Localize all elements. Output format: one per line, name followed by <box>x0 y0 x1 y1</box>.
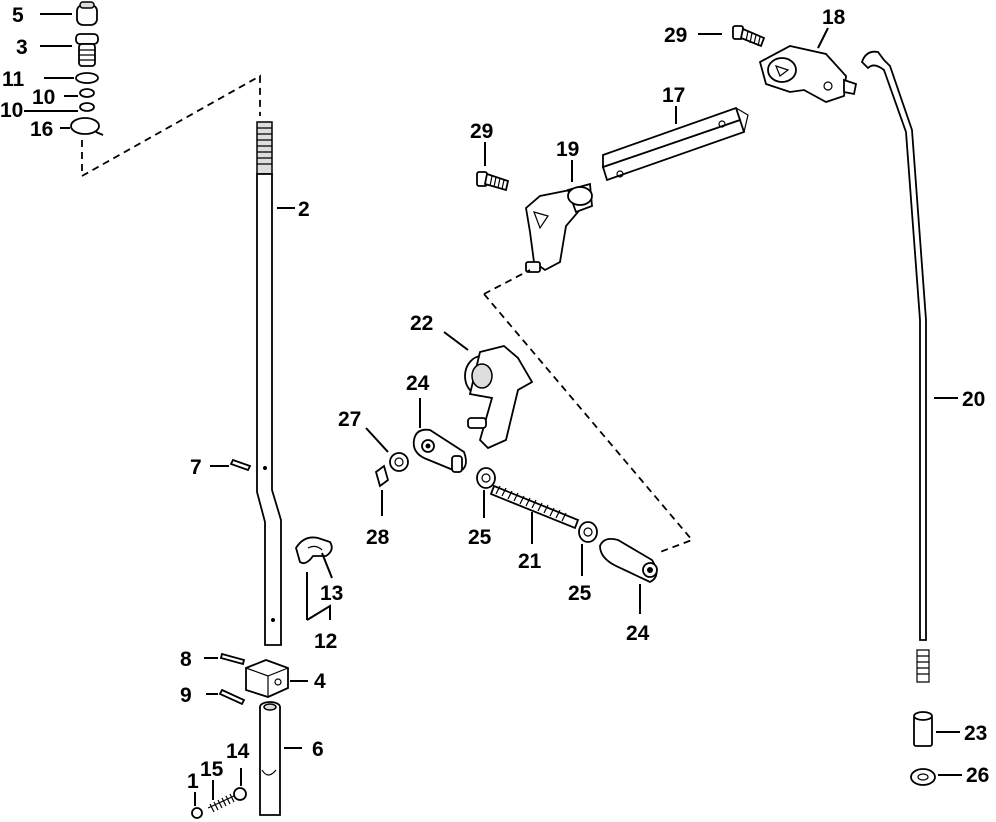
part-25-nut-left <box>476 467 496 489</box>
label-13: 13 <box>320 582 343 605</box>
part-20-rod <box>860 50 930 683</box>
part-27-washer <box>389 452 409 472</box>
label-10a: 10 <box>32 86 55 109</box>
part-14-ball <box>233 787 247 801</box>
part-23-sleeve <box>913 711 933 747</box>
part-10-washer-b <box>79 102 95 112</box>
part-21-threaded-rod <box>489 484 580 530</box>
label-6: 6 <box>312 738 324 761</box>
label-29-upper: 29 <box>664 24 687 47</box>
part-24-rod-end-upper <box>412 428 467 473</box>
label-16: 16 <box>30 118 53 141</box>
label-4: 4 <box>314 670 326 693</box>
part-29-bolt-lower <box>476 171 510 192</box>
part-16-retaining-ring <box>70 117 104 136</box>
part-26-nut <box>910 768 936 786</box>
part-28-clip <box>374 464 390 488</box>
label-15: 15 <box>200 758 224 781</box>
label-3: 3 <box>16 36 28 59</box>
label-24-upper: 24 <box>406 372 430 395</box>
part-17-bar <box>601 106 749 182</box>
part-4-block <box>245 659 289 698</box>
part-29-bolt-upper <box>732 25 766 48</box>
part-22-lever <box>464 345 534 450</box>
label-29-lower: 29 <box>470 120 493 143</box>
label-12: 12 <box>314 630 337 653</box>
label-18: 18 <box>822 6 846 29</box>
label-8: 8 <box>180 648 192 671</box>
part-9-pin <box>218 688 246 706</box>
part-25-nut-right <box>578 521 598 543</box>
label-20: 20 <box>962 388 985 411</box>
part-3-seal <box>75 33 99 67</box>
part-13-clip <box>295 536 333 565</box>
part-18-bracket <box>758 45 858 103</box>
label-14: 14 <box>226 740 250 763</box>
part-1-ball <box>191 807 203 819</box>
part-11-oring <box>75 72 99 84</box>
label-28: 28 <box>366 526 390 549</box>
label-2: 2 <box>298 198 310 221</box>
label-22: 22 <box>410 312 433 335</box>
part-8-pin <box>219 652 246 666</box>
label-17: 17 <box>662 84 685 107</box>
part-24-rod-end-lower <box>599 537 658 584</box>
label-1: 1 <box>187 770 199 793</box>
part-19-lever <box>525 182 593 273</box>
part-15-spring <box>207 793 235 813</box>
part-10-washer-a <box>79 88 95 98</box>
label-24-lower: 24 <box>626 622 650 645</box>
part-6-tube <box>259 701 281 816</box>
label-9: 9 <box>180 684 192 707</box>
label-11: 11 <box>2 68 25 91</box>
label-23: 23 <box>964 722 987 745</box>
label-26: 26 <box>966 764 989 787</box>
part-7-pin <box>229 458 252 472</box>
label-7: 7 <box>190 456 202 479</box>
label-25-right: 25 <box>568 582 592 605</box>
label-5: 5 <box>12 4 24 27</box>
part-2-shift-shaft <box>256 121 282 646</box>
label-25-left: 25 <box>468 526 492 549</box>
label-27: 27 <box>338 408 361 431</box>
label-19: 19 <box>556 138 579 161</box>
part-5-cap <box>76 1 98 26</box>
label-21: 21 <box>518 550 542 573</box>
label-10b: 10 <box>0 99 23 122</box>
